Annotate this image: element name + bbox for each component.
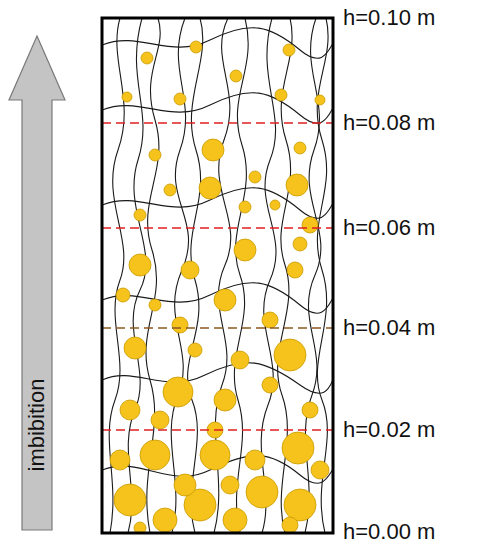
height-label: h=0.04 m: [343, 317, 435, 339]
arrow-label: imbibition: [26, 379, 48, 472]
height-label: h=0.00 m: [343, 521, 435, 543]
sample-border: [102, 18, 333, 533]
height-lines: [102, 123, 333, 430]
sample-background: [102, 18, 333, 533]
height-label: h=0.02 m: [343, 419, 435, 441]
imbibition-arrow: imbibition: [8, 35, 66, 531]
height-label: h=0.10 m: [343, 7, 435, 29]
particles: [110, 41, 329, 533]
fibers: [102, 18, 333, 533]
height-label: h=0.08 m: [343, 112, 435, 134]
height-label: h=0.06 m: [343, 217, 435, 239]
